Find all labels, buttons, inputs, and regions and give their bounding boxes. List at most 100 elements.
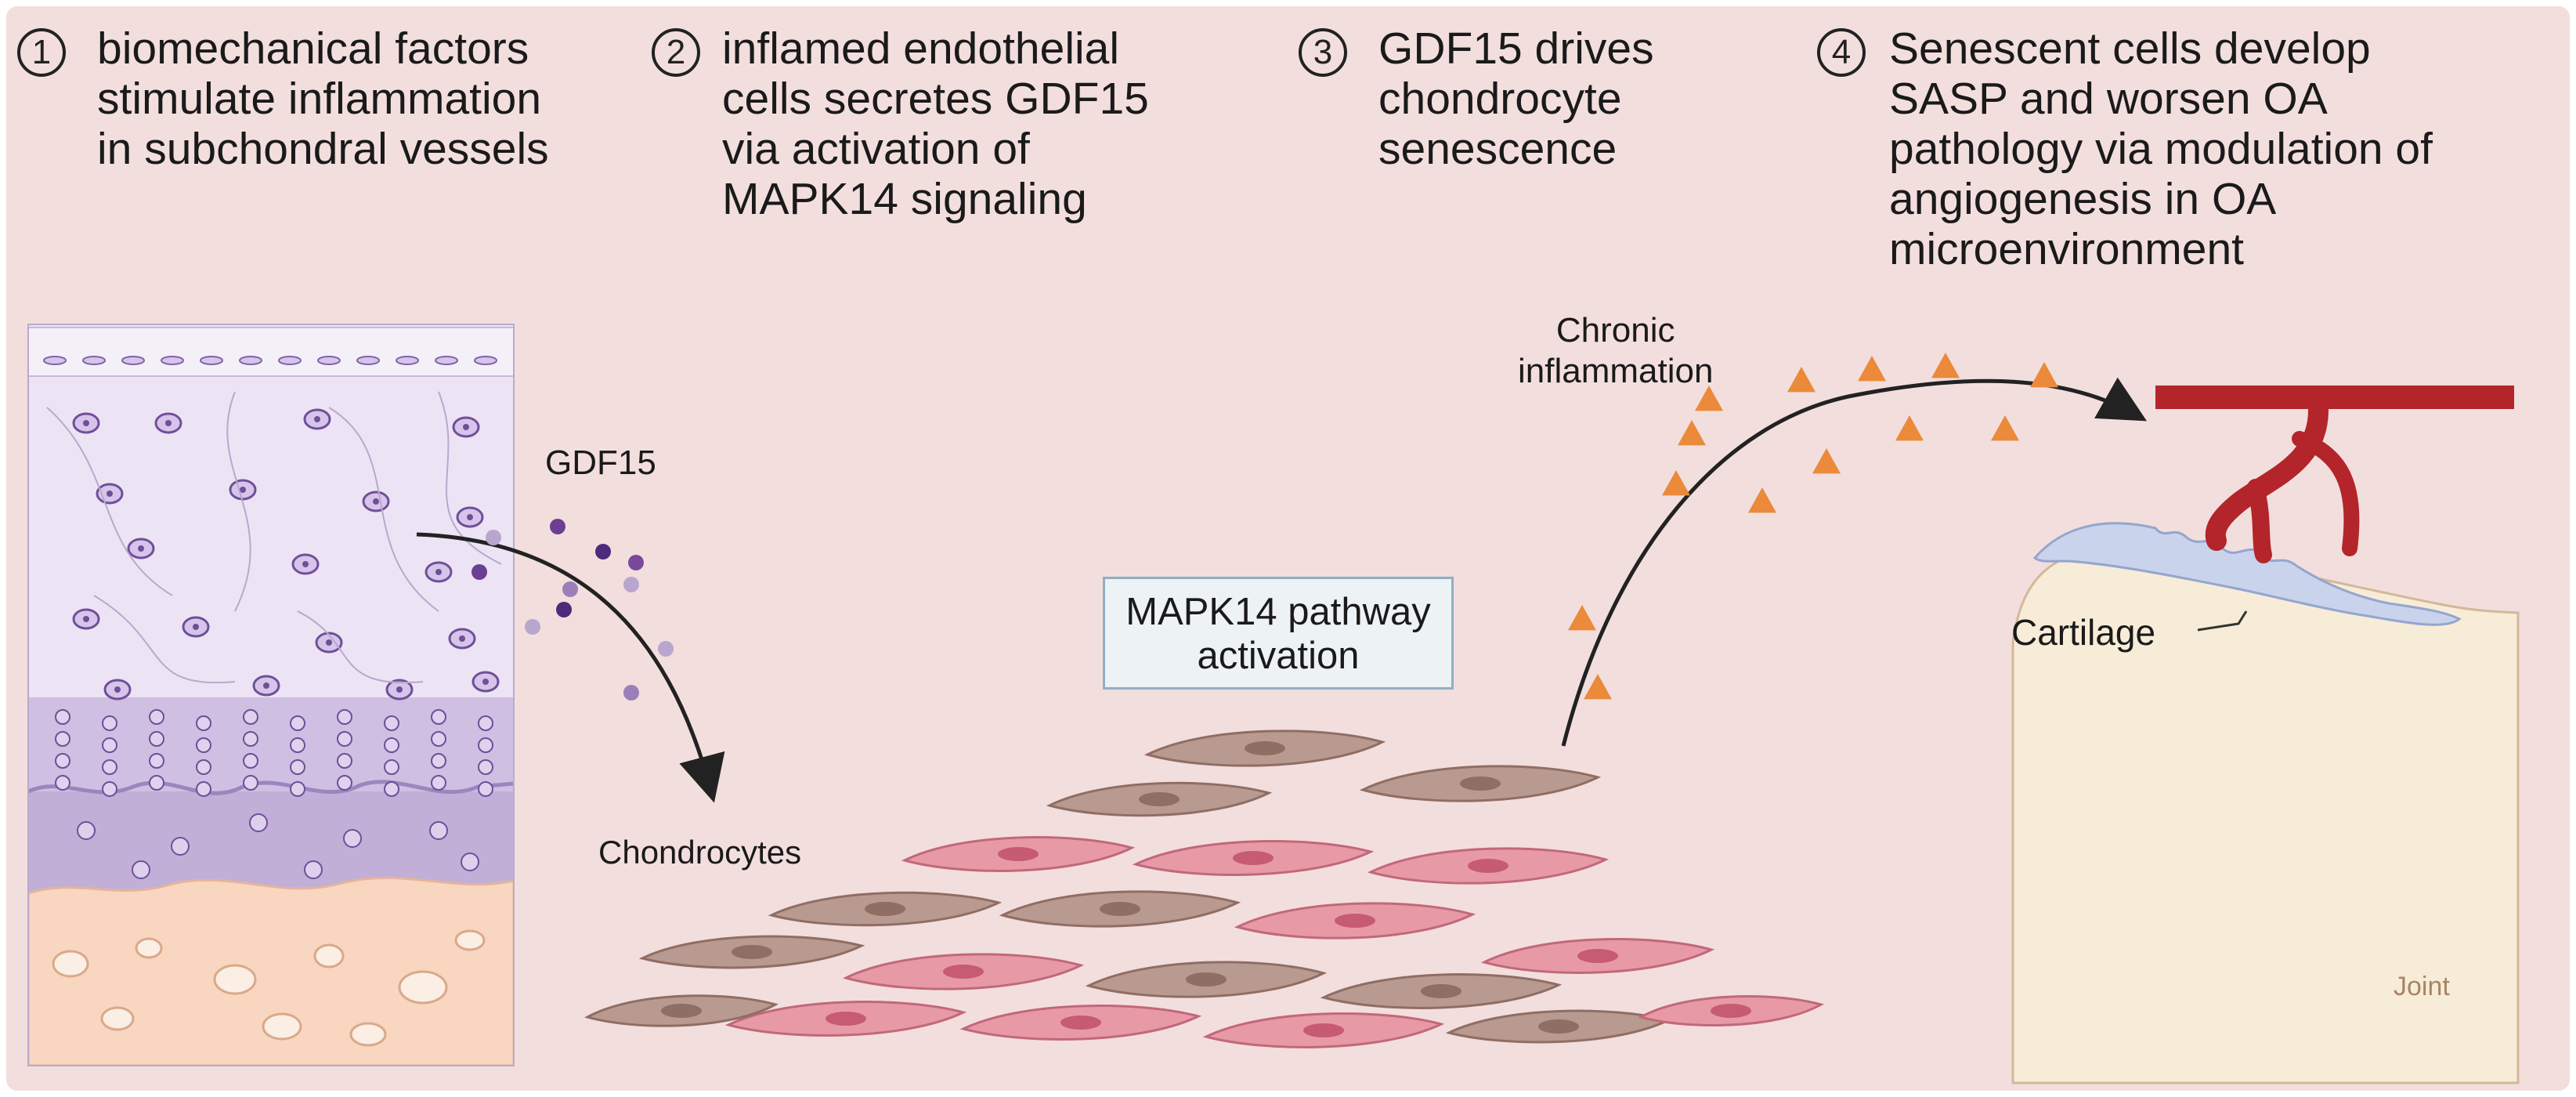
gdf15-particle <box>562 581 578 597</box>
flat-cell <box>200 356 223 365</box>
step-2: 2 inflamed endothelial cells secretes GD… <box>652 24 1149 224</box>
subchondral-bone <box>28 876 514 1066</box>
bone-pore <box>135 937 163 959</box>
column-cell <box>431 775 446 791</box>
flat-cell <box>317 356 341 365</box>
cell-nucleus <box>373 498 379 505</box>
cell-nucleus <box>435 569 442 575</box>
column-cell <box>337 753 352 769</box>
flat-cell <box>43 356 67 365</box>
column-cell <box>431 731 446 747</box>
column-cell <box>149 731 164 747</box>
bone-pore <box>398 970 448 1005</box>
fibroblast-nucleus <box>1421 984 1461 998</box>
gdf15-particle <box>623 577 639 592</box>
fibroblast-nucleus <box>1303 1023 1344 1037</box>
cell-nucleus <box>165 420 172 426</box>
collagen-fiber <box>93 595 236 684</box>
gdf15-particle <box>550 519 565 534</box>
background-panel <box>6 6 2570 1091</box>
column-cell <box>337 731 352 747</box>
step-4-number: 4 <box>1817 28 1866 77</box>
cell-nucleus <box>314 416 320 422</box>
column-cell <box>149 753 164 769</box>
column-cell <box>431 753 446 769</box>
cell-nucleus <box>463 424 469 430</box>
column-cell <box>337 709 352 725</box>
column-cell <box>102 781 117 797</box>
blood-vessel <box>2155 386 2514 563</box>
inflammation-marker <box>1678 420 1706 446</box>
cell-nucleus <box>107 491 113 497</box>
column-cell <box>243 709 258 725</box>
column-cell <box>102 737 117 753</box>
fibroblast-nucleus <box>1233 851 1274 865</box>
flat-cell <box>356 356 380 365</box>
calcified-cell <box>343 829 362 848</box>
fibroblast-nucleus <box>1100 902 1140 916</box>
cell-nucleus <box>138 545 144 552</box>
fibroblast-nucleus <box>943 965 984 979</box>
cell-nucleus <box>459 635 465 642</box>
column-cell <box>243 753 258 769</box>
bone-pore <box>100 1006 135 1031</box>
fibroblast-nucleus <box>732 945 772 959</box>
step-2-text: inflamed endothelial cells secretes GDF1… <box>722 24 1149 224</box>
cell-nucleus <box>302 561 309 567</box>
fibroblast-nucleus <box>998 847 1039 861</box>
gdf15-secretion-arrow <box>416 532 725 803</box>
flat-cell <box>278 356 302 365</box>
fibroblast-nucleus <box>1460 777 1501 791</box>
flat-cell <box>82 356 106 365</box>
fibroblast-nucleus <box>1711 1004 1751 1018</box>
step-3-text: GDF15 drives chondrocyte senescence <box>1378 24 1654 174</box>
column-cell <box>384 715 399 731</box>
fibroblast-nucleus <box>1335 914 1375 928</box>
inflammation-marker <box>1812 448 1841 474</box>
cartilage-leader-line <box>2197 610 2248 632</box>
bone-pore <box>213 964 257 995</box>
gdf15-particle <box>525 619 540 635</box>
gdf15-particle <box>595 544 611 559</box>
step-4: 4 Senescent cells develop SASP and worse… <box>1817 24 2433 274</box>
inflammation-marker <box>1895 415 1924 441</box>
cell-nucleus <box>83 616 89 622</box>
column-cell <box>243 731 258 747</box>
chronic-inflammation-label: Chronic inflammation <box>1518 311 1714 390</box>
joint-label: Joint <box>2394 972 2450 1001</box>
step-1-number: 1 <box>17 28 66 77</box>
cell-nucleus <box>263 682 269 689</box>
inflammation-marker <box>1787 367 1815 393</box>
gdf15-particle <box>471 564 487 580</box>
collagen-fiber <box>297 610 424 684</box>
bone-pore <box>349 1022 387 1047</box>
cell-nucleus <box>326 639 332 646</box>
joint-cartilage <box>2032 522 2462 626</box>
calcified-cell <box>132 860 150 879</box>
column-cell <box>478 737 493 753</box>
cell-nucleus <box>396 686 403 693</box>
calcified-cell <box>171 837 190 856</box>
column-cell <box>55 709 70 725</box>
gdf15-particle <box>628 555 644 570</box>
cell-nucleus <box>83 420 89 426</box>
inflammation-marker <box>1748 487 1776 513</box>
inflammation-marker <box>1991 415 2019 441</box>
collagen-fiber <box>328 407 439 612</box>
flat-cell <box>239 356 262 365</box>
column-cell <box>384 737 399 753</box>
column-cell <box>290 781 305 797</box>
cell-nucleus <box>482 679 489 685</box>
column-cell <box>290 759 305 775</box>
column-cell <box>290 737 305 753</box>
bone-pore <box>313 943 345 968</box>
inflammation-marker <box>1931 353 1960 378</box>
gdf15-label: GDF15 <box>545 444 656 482</box>
step-2-number: 2 <box>652 28 700 77</box>
column-cell <box>149 709 164 725</box>
calcified-cell <box>461 853 479 871</box>
tissue-outline <box>27 324 515 1066</box>
cell-nucleus <box>240 487 246 493</box>
inflammation-marker <box>2030 362 2058 388</box>
